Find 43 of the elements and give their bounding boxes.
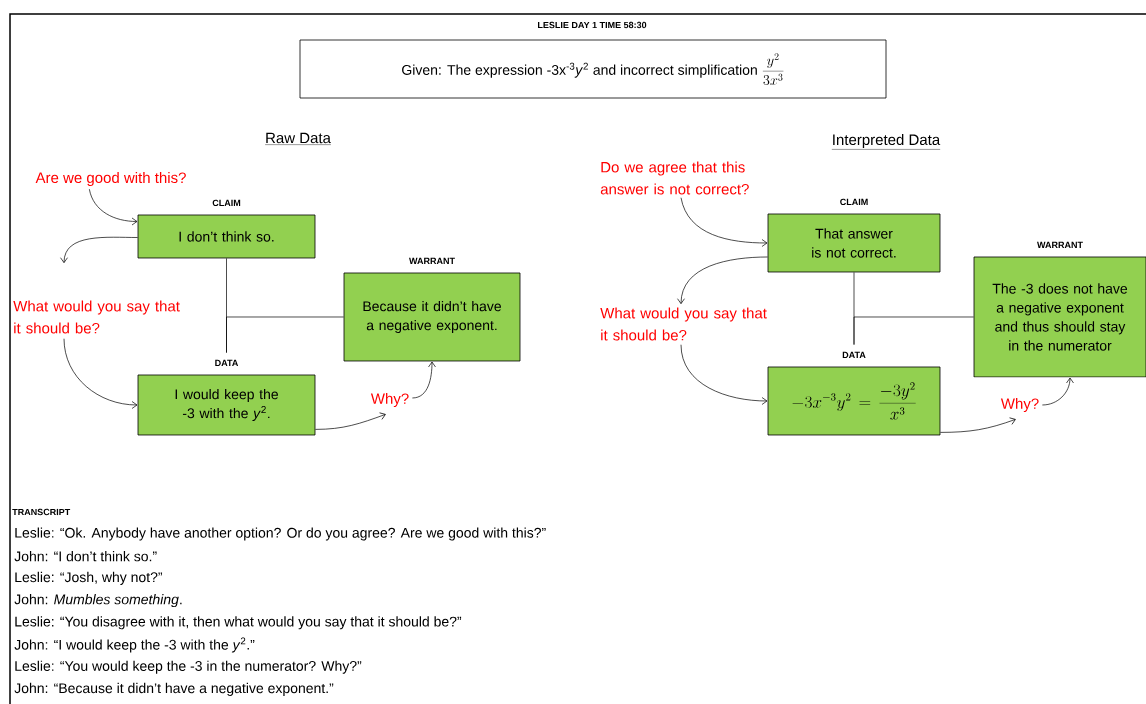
argument-box: I don’t think so. [137, 214, 316, 259]
transcript-line: Leslie: “Josh, why not?” [15, 571, 163, 585]
transcript-line: John: “I would keep the -3 with the y$^{2}$.” [14, 637, 255, 653]
box-heading: CLAIM [840, 198, 868, 206]
arrow [60, 236, 138, 264]
transcript-line: John: “Because it didn’t have a negative exponent.” [14, 682, 334, 696]
arrow [680, 197, 768, 247]
question-text: Do we agree that this answer is not correct? [600, 161, 749, 195]
transcript-line: John: “I don’t think so.” [14, 551, 157, 562]
section-heading: Raw Data [264, 132, 332, 145]
arrow [680, 344, 768, 405]
box-heading: WARRANT [1037, 241, 1083, 249]
argument-box: That answer is not correct. [767, 213, 941, 273]
transcript-line: Leslie: “Ok. Anybody have another option? Or do you agree? Are we good with this?” [15, 527, 546, 541]
given-box: Given: The expression -3x$^{-3}$y$^{2}$ and incorrect simplification $\frac{y^{2}}{3x^{3}}$ [299, 39, 887, 99]
question-text: Why? [370, 393, 409, 407]
arrow [63, 338, 138, 409]
title: LESLIE DAY 1 TIME 58:30 [538, 21, 647, 29]
question-text: What would you say that it should be? [600, 307, 767, 341]
question-text: Why? [1000, 398, 1039, 412]
box-heading: CLAIM [212, 199, 241, 207]
box-heading: DATA [215, 359, 239, 367]
arrow [677, 256, 768, 305]
box-heading: DATA [842, 351, 866, 359]
argument-box: Because it didn’t have a negative exponent. [343, 272, 521, 362]
section-heading: Interpreted Data [831, 134, 941, 150]
arrow [315, 412, 386, 430]
arrow [1042, 377, 1074, 406]
transcript-line: Leslie: “You would keep the -3 in the numerator? Why?” [15, 660, 362, 674]
transcript-line: John: Mumbles something. [14, 594, 182, 608]
arrow [89, 188, 138, 226]
argument-box: $-3x^{-3}y^{2}=\frac{-3y^{2}}{x^{3}}$ [767, 366, 941, 436]
argument-box: I would keep the -3 with the y$^{2}$. [137, 374, 316, 436]
argument-box: The -3 does not have a negative exponent and thus should stay in the numerator [973, 256, 1146, 378]
question-text: Are we good with this? [35, 172, 186, 186]
arrow [940, 417, 1016, 433]
transcript-line: Leslie: “You disagree with it, then what would you say that it should be?” [15, 616, 462, 630]
question-text: What would you say that it should be? [13, 300, 180, 334]
connector-line [853, 316, 974, 345]
transcript-heading: TRANSCRIPT [12, 508, 71, 516]
arrow [412, 361, 436, 399]
box-heading: WARRANT [409, 257, 455, 265]
connector-line [226, 316, 344, 353]
